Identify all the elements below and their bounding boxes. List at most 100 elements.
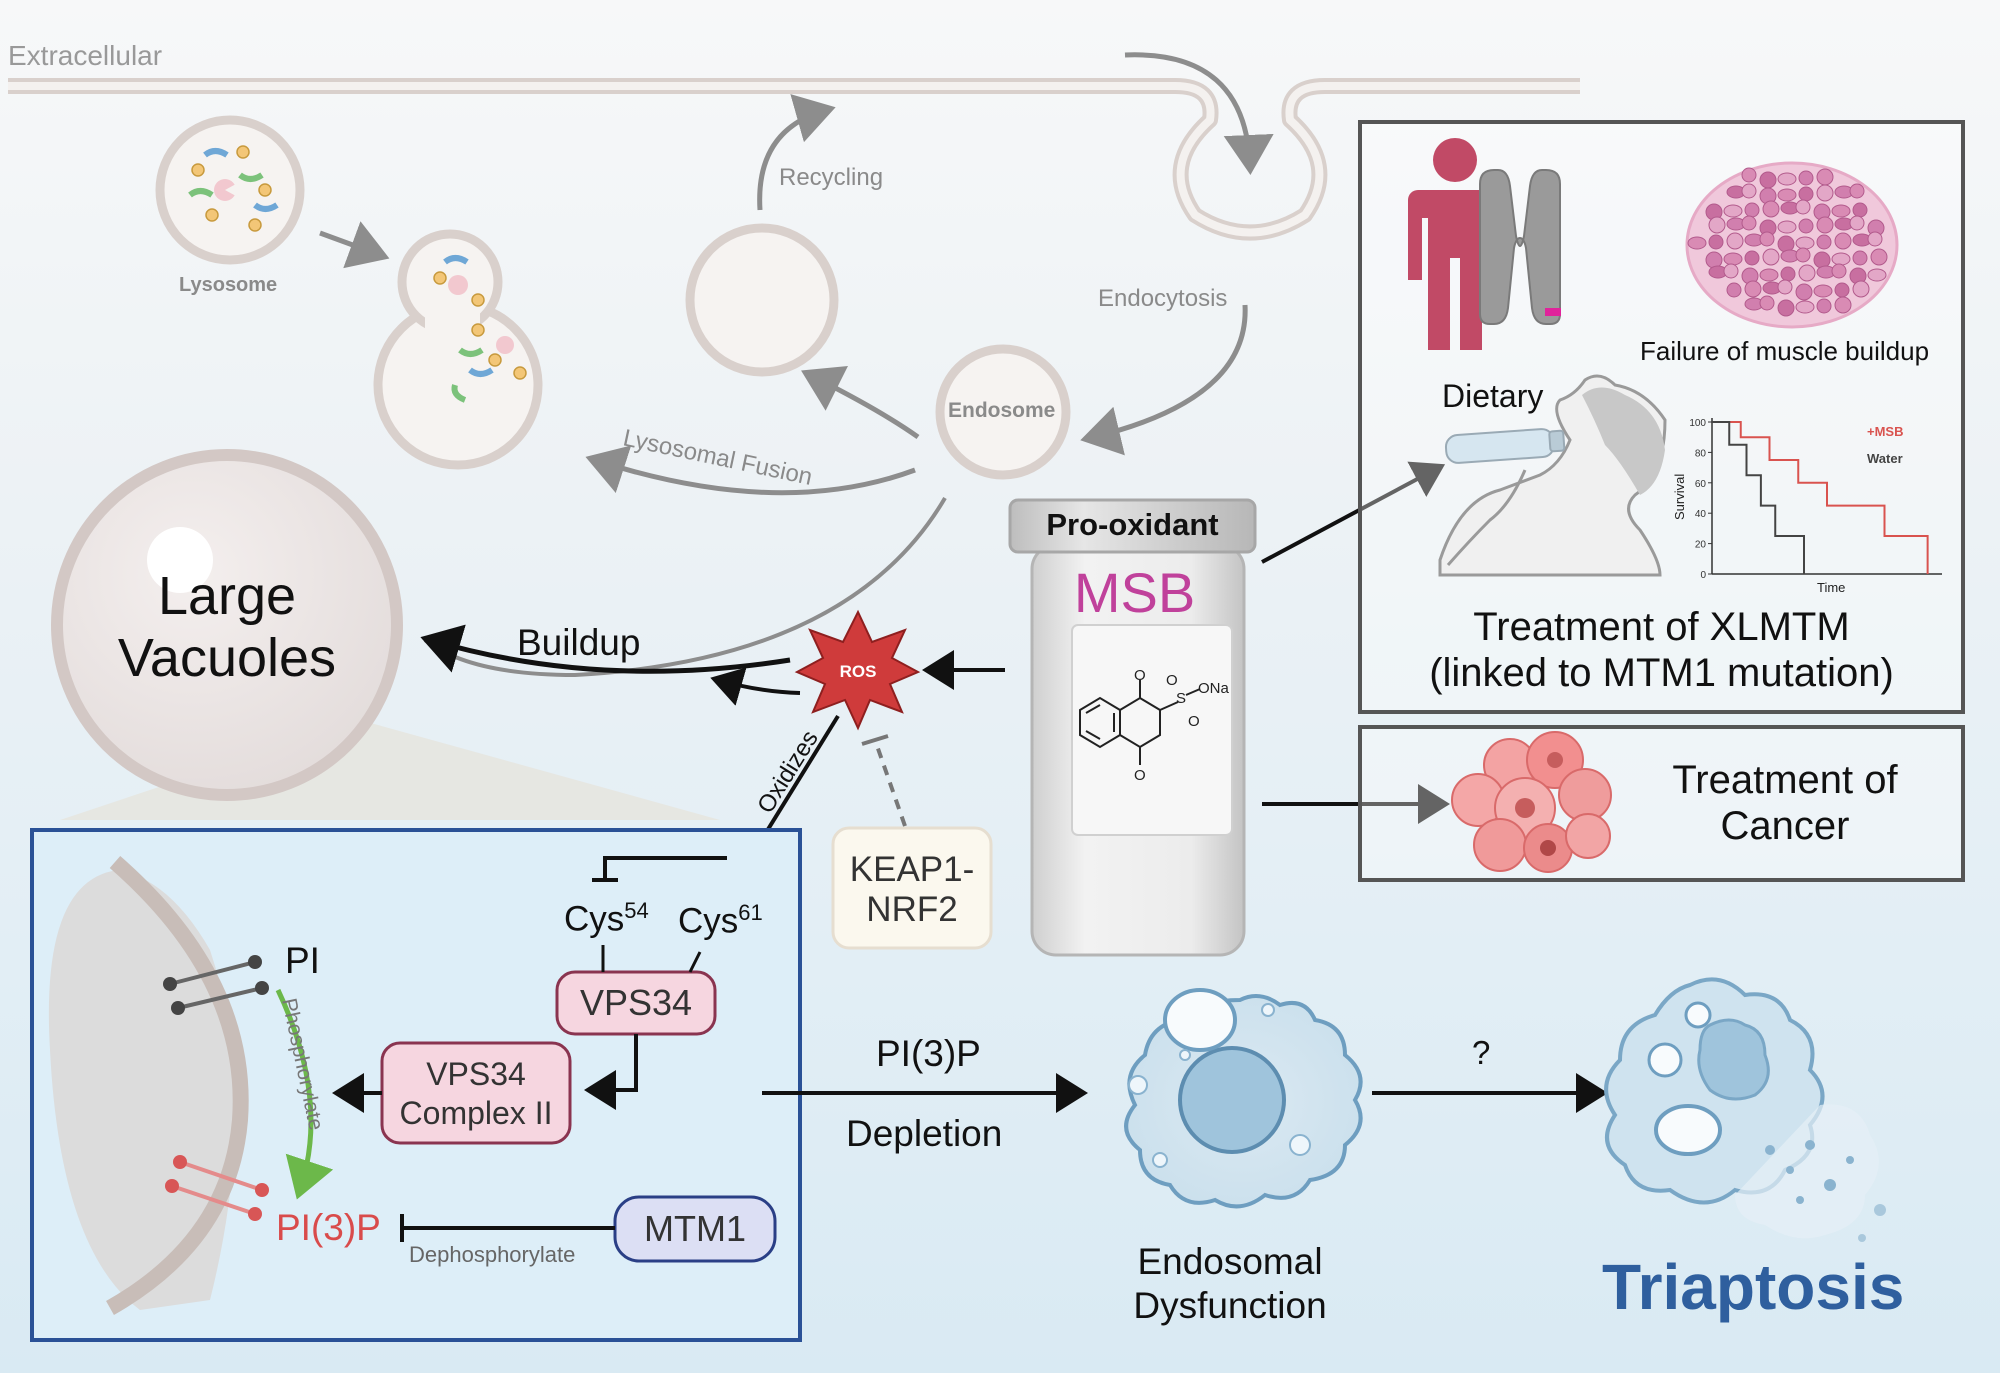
drinking-person-icon [1438,374,1667,577]
endosome [935,344,1071,480]
muscle-fiber [1867,268,1887,282]
muscle-fiber [1849,183,1865,199]
recycling-vesicle [685,223,839,377]
muscle-fiber [1741,215,1757,231]
cys54-text: Cys [564,899,625,939]
triaptosis-cell [1604,977,1886,1242]
vps34-label: VPS34 [579,982,693,1023]
mtm1-label: MTM1 [644,1208,746,1249]
pi-label: PI [285,940,320,981]
chart-y-tick-label: 0 [1700,570,1706,581]
recycling-arrow [757,94,836,211]
large-vacuoles-line2: Vacuoles [117,628,337,688]
pi3p-depletion-bottom: Depletion [846,1113,1003,1154]
muscle-fiber [1849,215,1865,231]
muscle-fiber [1834,296,1852,314]
cancer-line1: Treatment of [1672,758,1898,802]
chromosome-icon [1479,169,1561,325]
buildup-arrow [420,624,791,674]
vps34-complex-line1: VPS34 [426,1056,526,1092]
inset-membrane [106,855,249,1315]
endosome-label: Endosome [948,399,1056,422]
muscle-fiber [1795,283,1813,301]
muscle-fiber [1816,216,1834,234]
muscle-fiber [1762,200,1780,218]
muscle-fiber [1870,248,1888,266]
muscle-fiber [1834,282,1850,298]
chem-ona: ONa [1198,680,1230,697]
lysosomal-fusion-arrow [585,445,916,496]
msb-to-xlmtm-arrow [1261,461,1446,564]
chart-y-tick-label: 40 [1695,509,1707,520]
cys61-to-vps34 [688,951,702,973]
phosphorylate-arrow [275,988,334,1200]
lysosomal-fusion-label: Lysosomal Fusion [621,424,815,490]
muscle-fiber [1834,232,1852,250]
vps34-to-complex-arrow [584,1034,638,1110]
chart-legend-entry: +MSB [1867,424,1903,439]
muscle-fiber [1831,263,1847,279]
endosomal-dysfunction-line2: Dysfunction [1133,1285,1327,1326]
lysosome-arrow [319,221,390,269]
dysfunctional-cell [1124,988,1363,1209]
cys54-label: Cys54 [564,898,649,940]
muscle-fiber [1777,299,1795,317]
muscle-fiber [1687,236,1707,250]
muscle-fiber [1741,167,1757,183]
muscle-fiber [1744,202,1760,218]
oxidizes-label: Oxidizes [752,726,824,818]
pi3p-depletion-top: PI(3)P [876,1033,981,1074]
pi3p-label: PI(3)P [276,1207,381,1248]
muscle-fiber [1759,171,1777,189]
muscle-fiber [1813,284,1833,298]
endosomal-dysfunction-line1: Endosomal [1137,1241,1323,1282]
cancer-cells-icon [1451,731,1612,873]
muscle-fiber [1816,234,1832,250]
keap1-inhibit-bar [861,734,889,746]
chart-y-tick-label: 100 [1689,418,1706,429]
chart-series-line [1712,421,1805,574]
muscle-fiber [1744,250,1760,266]
endocytosis-label: Endocytosis [1098,285,1228,312]
vps34-complex-line2: Complex II [399,1095,553,1131]
endosome-to-recycling-arrow [801,366,920,440]
chart-y-tick-label: 80 [1695,448,1707,459]
vacuole-highlight [147,527,213,593]
large-vacuole [51,449,403,801]
large-vacuoles-label: Large Vacuoles [97,565,357,689]
muscle-fiber [1795,247,1811,263]
chart-y-tick-label: 60 [1695,479,1707,490]
muscle-fiber [1723,252,1743,266]
muscle-fiber [1744,280,1762,298]
muscle-fiber [1777,172,1797,186]
chart-y-tick-label: 20 [1695,540,1707,551]
keap1-nrf2-label: KEAP1- NRF2 [833,850,991,930]
failure-muscle-label: Failure of muscle buildup [1640,336,1930,366]
pi3p-lipids [165,1155,269,1221]
msb-bottle [1008,498,1257,957]
keap1-line1: KEAP1- [849,850,975,889]
chem-o-top: O [1134,667,1146,684]
muscle-fiber [1726,282,1742,298]
muscle-fiber [1777,220,1797,234]
buildup-main-arrow [423,496,947,678]
muscle-fiber [1762,248,1780,266]
buildup-label: Buildup [517,622,641,663]
xlmtm-label: Treatment of XLMTM (linked to MTM1 mutat… [1360,604,1963,696]
ros-to-buildup-arrow [710,667,801,706]
muscle-fiber [1759,295,1775,311]
muscle-fiber [1831,252,1851,266]
chart-series-line [1712,421,1929,574]
lysosome [155,115,305,265]
keap1-line2: NRF2 [866,890,958,929]
dietary-label: Dietary [1442,378,1544,414]
cancer-label: Treatment of Cancer [1640,757,1930,849]
muscle-fiber [1798,186,1814,202]
pro-oxidant-label: Pro-oxidant [1046,507,1219,542]
endocytosis-in-arrow [1124,52,1274,175]
muscle-fiber [1798,218,1814,234]
muscle-fiber [1816,168,1834,186]
cys61-text: Cys [678,901,739,941]
chem-s: S [1176,690,1186,707]
